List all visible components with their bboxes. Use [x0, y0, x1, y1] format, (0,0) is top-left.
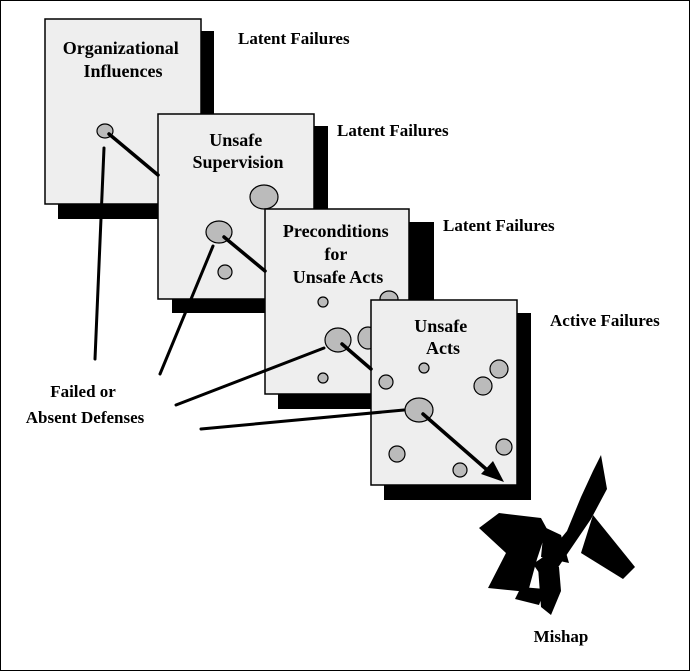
- crashed-aircraft-icon: [479, 455, 635, 615]
- failure-trajectory: [107, 132, 488, 471]
- failure-label-active: Active Failures: [550, 311, 660, 330]
- slice-title-line: for: [324, 244, 347, 264]
- hole: [495, 438, 513, 456]
- defense-pointer-line: [174, 346, 326, 407]
- defense-pointers: [93, 146, 406, 431]
- slice-title-line: Influences: [83, 61, 162, 81]
- trajectory-segment: [421, 412, 488, 471]
- slice-title-line: Supervision: [192, 152, 283, 172]
- slice-title-line: Acts: [426, 338, 460, 358]
- slice-title: Unsafe Acts: [414, 316, 472, 358]
- aircraft-wing-left: [479, 513, 547, 592]
- hole: [317, 372, 329, 384]
- hole: [317, 296, 329, 308]
- slice-title: Preconditions for Unsafe Acts: [283, 221, 393, 287]
- defenses-label-line: Absent Defenses: [26, 408, 145, 427]
- slice-title-line: Organizational: [63, 38, 179, 58]
- failure-label-organizational: Latent Failures: [238, 29, 350, 48]
- defense-pointer-line: [93, 146, 106, 361]
- trajectory-segment: [107, 132, 160, 177]
- hole: [418, 362, 430, 374]
- slice-title-line: Preconditions: [283, 221, 389, 241]
- defense-pointer-line: [199, 408, 406, 431]
- aircraft-tail-fin: [515, 587, 545, 605]
- slice-unsafe-acts: Unsafe Acts: [370, 299, 531, 500]
- defense-pointer-line: [158, 244, 215, 376]
- hole: [378, 374, 394, 390]
- slice-title-line: Unsafe: [414, 316, 467, 336]
- slice-title-line: Unsafe: [209, 130, 262, 150]
- hole: [489, 359, 509, 379]
- slice-title: Unsafe Supervision: [192, 130, 283, 172]
- hole: [249, 184, 279, 210]
- aircraft-tail: [538, 567, 561, 615]
- hole: [473, 376, 493, 396]
- hole: [217, 264, 233, 280]
- defenses-label-line: Failed or: [50, 382, 116, 401]
- hole: [388, 445, 406, 463]
- defenses-label: Failed or Absent Defenses: [26, 382, 145, 427]
- aircraft-break: [541, 527, 569, 563]
- trajectory-arrowhead: [481, 461, 504, 482]
- trajectory-segment: [222, 235, 267, 273]
- trajectory-segment: [340, 342, 373, 371]
- hole: [452, 462, 468, 478]
- slice-title: Organizational Influences: [63, 38, 184, 81]
- slice-title-line: Unsafe Acts: [293, 267, 384, 287]
- mishap-label: Mishap: [534, 627, 589, 646]
- aircraft-wing: [581, 515, 635, 579]
- aircraft-fuselage-front: [533, 455, 607, 577]
- failure-label-preconditions: Latent Failures: [443, 216, 555, 235]
- failure-label-supervision: Latent Failures: [337, 121, 449, 140]
